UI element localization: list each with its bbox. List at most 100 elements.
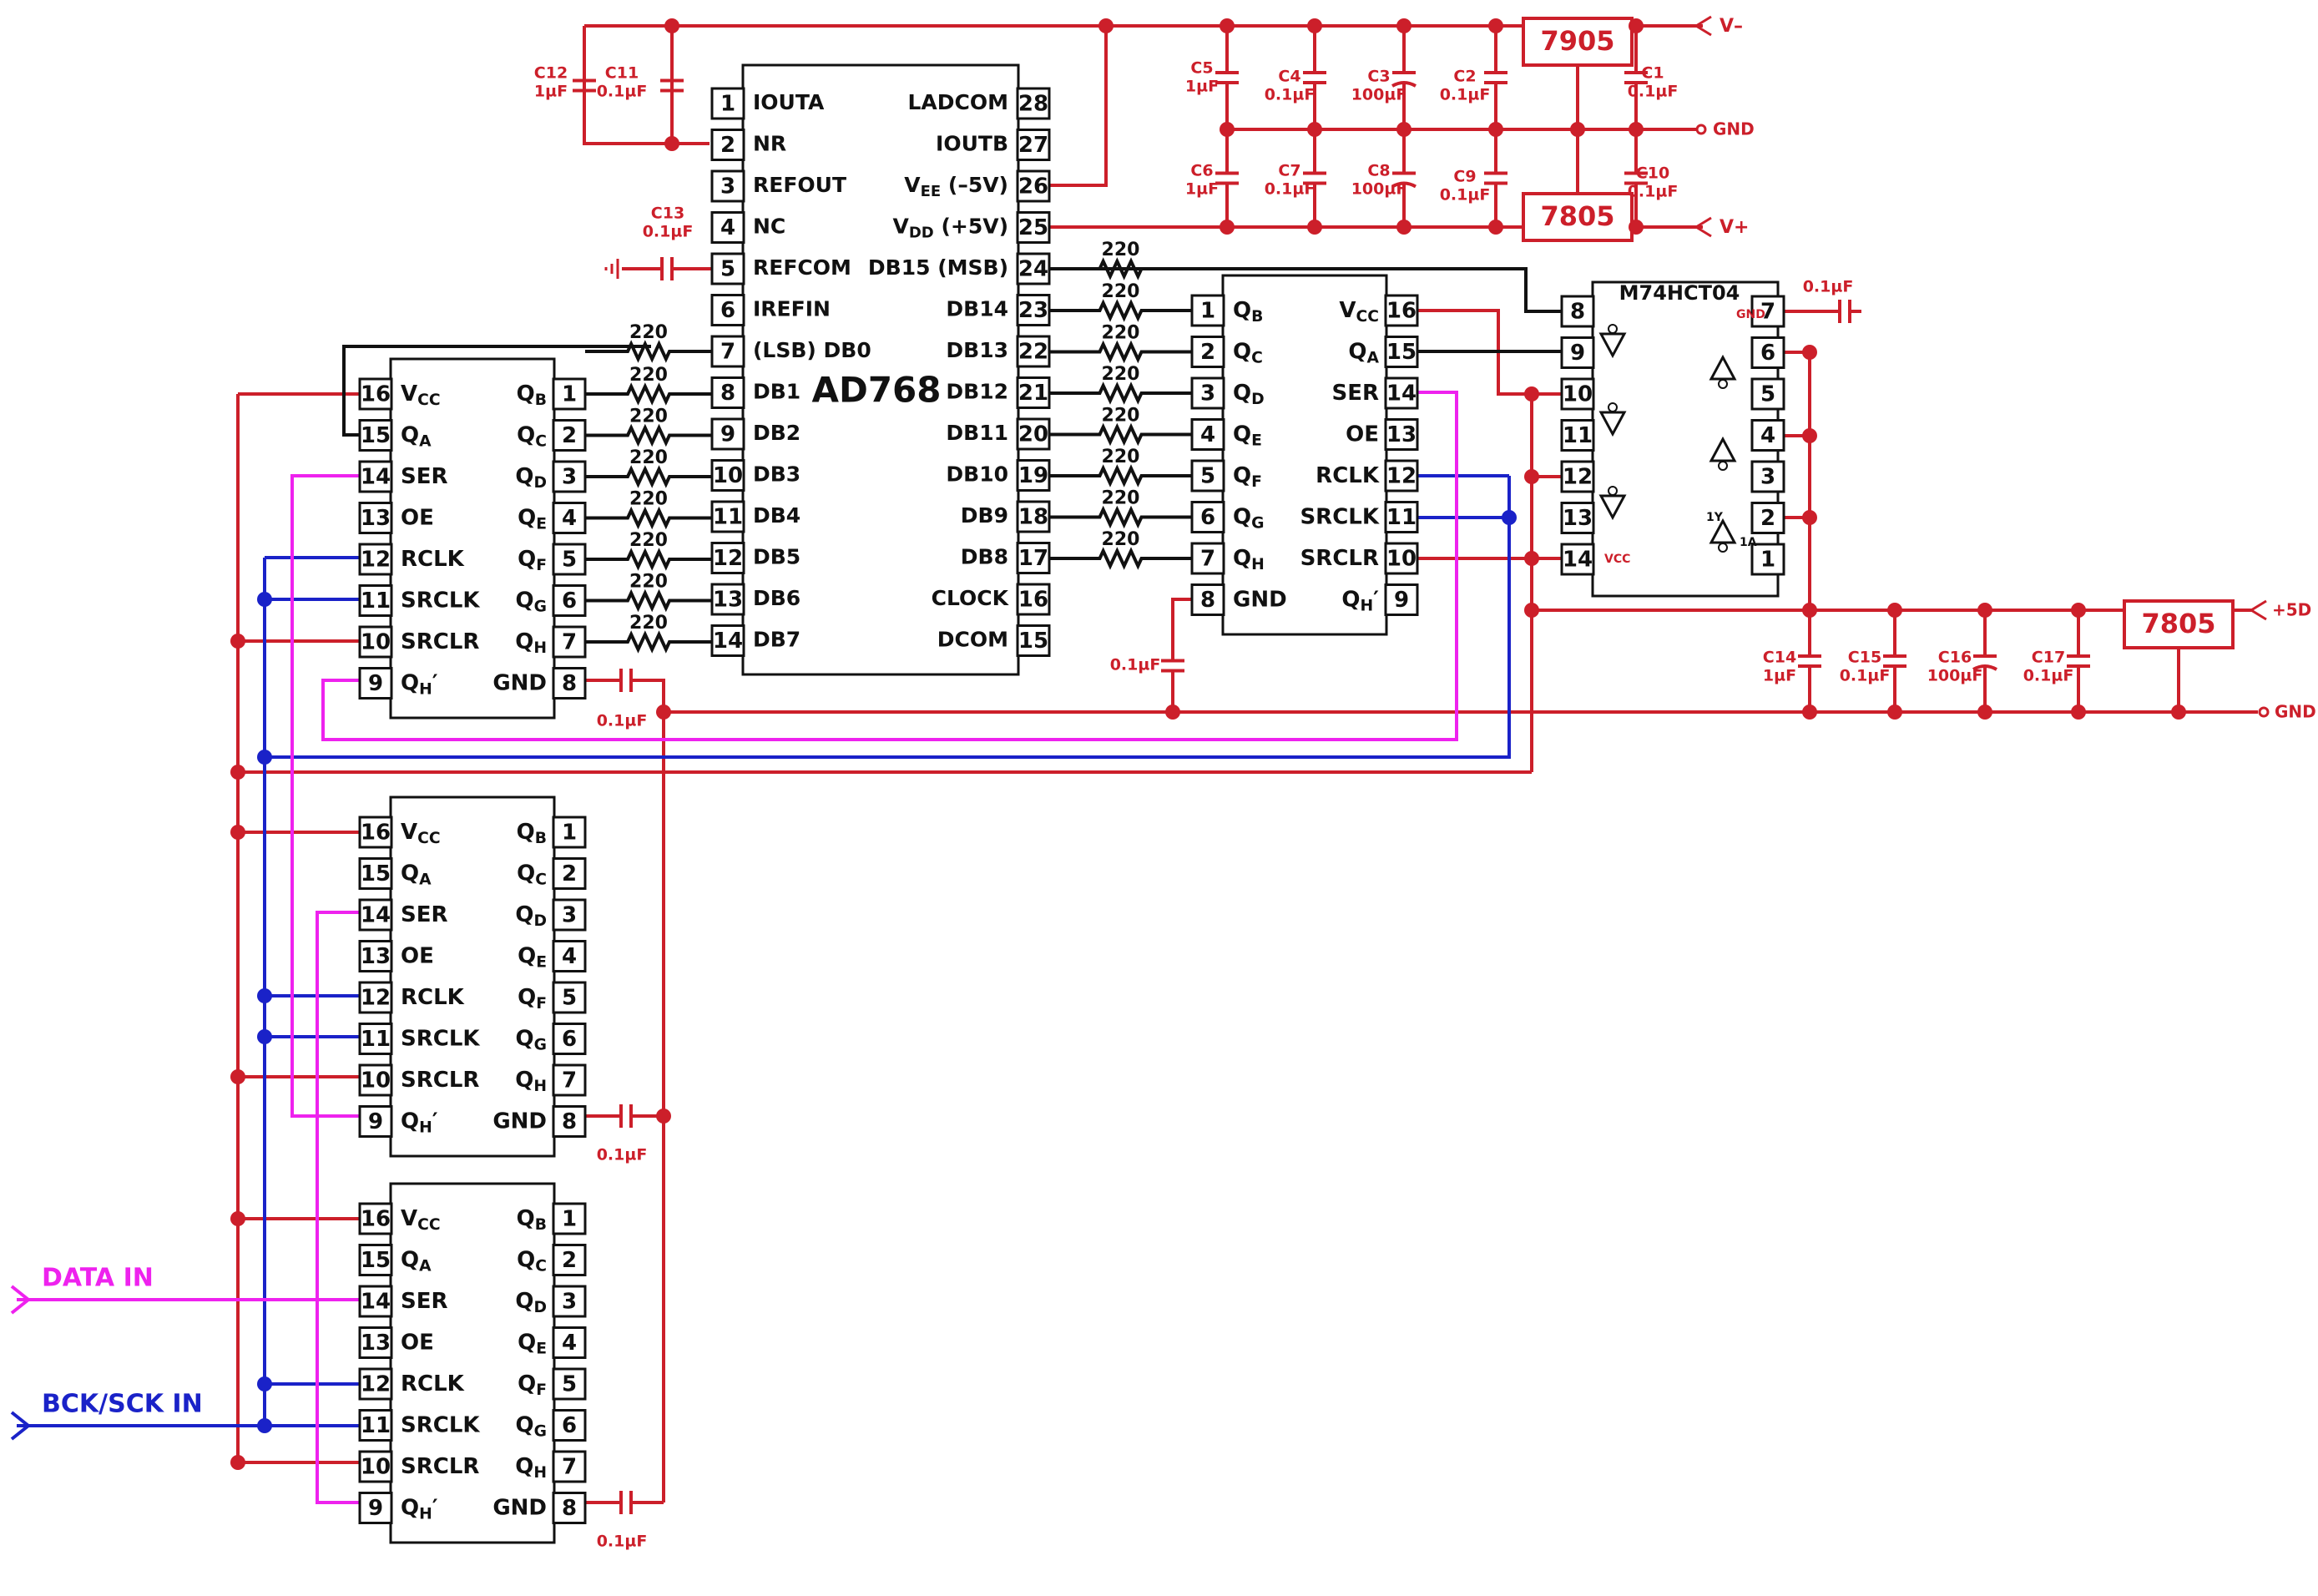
cap-value: 100µF xyxy=(1927,667,1983,685)
pin-number: 28 xyxy=(1018,92,1048,117)
pin-number: 15 xyxy=(1018,629,1048,654)
junction-dot xyxy=(230,1069,245,1084)
pin-number: 1 xyxy=(562,821,577,846)
resistor-value: 220 xyxy=(629,572,668,593)
inv-pin-11 xyxy=(1560,419,1595,452)
pin-label: DB3 xyxy=(753,462,800,487)
pin-number: 2 xyxy=(562,423,577,448)
pin-number: 14 xyxy=(361,465,391,490)
pin-label: QF xyxy=(1233,463,1262,491)
cap-value: 0.1µF xyxy=(597,1533,648,1551)
sr2-pin-14 xyxy=(358,898,393,932)
p5d-terminal xyxy=(2249,599,2267,621)
sr1-pin-6 xyxy=(552,584,587,617)
cap-name: C13 xyxy=(651,205,684,223)
ad768-pin-4 xyxy=(710,211,745,244)
junction-dot xyxy=(664,136,679,151)
junction-dot xyxy=(1307,220,1322,235)
sr3-pin-2 xyxy=(552,1244,587,1276)
pin-label: QD xyxy=(1233,381,1265,408)
pin-number: 8 xyxy=(562,1109,577,1134)
wire-db15 xyxy=(1093,267,1562,313)
pin-number: 8 xyxy=(1200,588,1215,613)
resistor-db4 xyxy=(585,506,712,530)
pin-number: 1 xyxy=(720,92,735,117)
pin-label: GND xyxy=(492,1109,547,1134)
pin-number: 15 xyxy=(361,861,391,886)
junction-dot xyxy=(1396,18,1412,33)
pin-number: 10 xyxy=(713,463,743,488)
sr1-pin-5 xyxy=(552,543,587,576)
pin-number: 2 xyxy=(1200,340,1215,365)
pin-label: IOUTA xyxy=(753,90,825,114)
sr2-pin-9 xyxy=(358,1105,393,1138)
pin-label: QA xyxy=(401,422,432,450)
pin-number: 1 xyxy=(562,1207,577,1232)
sr1-pin-16 xyxy=(358,377,393,411)
inv-pin-10 xyxy=(1560,377,1595,411)
pin-label: DCOM xyxy=(937,628,1008,652)
pin-number: 16 xyxy=(1018,588,1048,613)
pin-number: 8 xyxy=(720,381,735,406)
inverter-gate-4 xyxy=(1718,379,1728,389)
sr2-pin-4 xyxy=(552,940,587,972)
pin-label: GND xyxy=(492,670,547,695)
srmid-pin-6 xyxy=(1190,501,1225,533)
cap-name: C9 xyxy=(1453,168,1476,186)
junction-dot xyxy=(230,1455,245,1470)
srmid-pin-15 xyxy=(1384,336,1419,368)
pin-label: QB xyxy=(517,1206,547,1234)
pin-number: 23 xyxy=(1018,298,1048,323)
ad768-pin-17 xyxy=(1016,542,1051,574)
pin-label: QH′ xyxy=(401,1109,438,1136)
inv-pin-8 xyxy=(1560,295,1595,328)
srmid-pin-14 xyxy=(1384,376,1419,410)
pin-label: QC xyxy=(517,422,547,450)
resistor-value: 220 xyxy=(1102,281,1140,302)
sr3-pin-6 xyxy=(552,1409,587,1442)
ad768-pin-18 xyxy=(1016,500,1051,533)
pin-number: 24 xyxy=(1018,257,1048,282)
pin-number: 4 xyxy=(1760,423,1775,448)
resistor-value: 220 xyxy=(1102,323,1140,344)
pin-label: VEE (–5V) xyxy=(904,173,1008,200)
pin-label: GND xyxy=(492,1495,547,1520)
pin-label: SRCLK xyxy=(401,1026,480,1051)
wire-db0 xyxy=(342,345,651,437)
cap-name: C15 xyxy=(1848,649,1881,667)
pin-number: 6 xyxy=(562,588,577,614)
junction-dot xyxy=(1220,220,1235,235)
sr3-pin-16 xyxy=(358,1202,393,1235)
pin-label: SRCLR xyxy=(401,1454,479,1479)
pin-number: 6 xyxy=(720,298,735,323)
junction-dots xyxy=(230,18,2186,1470)
sr3-pin-12 xyxy=(358,1367,393,1401)
resistor-db1 xyxy=(585,382,712,406)
cap-name: C8 xyxy=(1367,162,1390,180)
magenta-data-wiring xyxy=(10,391,1458,1504)
resistor-db5 xyxy=(585,548,712,571)
sr1-pin-13 xyxy=(358,502,393,534)
pin-label: QB xyxy=(517,820,547,847)
pin-number: 3 xyxy=(1760,465,1775,490)
inverter-gate-2 xyxy=(1608,402,1618,412)
pin-number: 14 xyxy=(361,903,391,928)
components xyxy=(358,17,2235,1544)
sr3-pin-8 xyxy=(552,1492,587,1524)
pin-number: 25 xyxy=(1018,215,1048,240)
cap-value: 0.1µF xyxy=(643,223,694,241)
cap-value: 0.1µF xyxy=(1265,180,1316,199)
inverter-1y-label: 1Y xyxy=(1706,511,1724,524)
pin-number: 5 xyxy=(720,257,735,282)
pin-number: 16 xyxy=(1386,299,1417,324)
cap-value: 1µF xyxy=(1763,667,1796,685)
junction-dot xyxy=(2071,603,2086,618)
cap-value: 1µF xyxy=(1185,180,1219,199)
pin-label: QE xyxy=(1233,422,1262,449)
inv-pin-5 xyxy=(1750,377,1785,411)
junction-dot xyxy=(1570,122,1585,137)
cap-name: C2 xyxy=(1453,68,1476,86)
pin-label: LADCOM xyxy=(907,90,1008,114)
sr1-pin-11 xyxy=(358,584,393,617)
pin-number: 16 xyxy=(361,382,391,407)
